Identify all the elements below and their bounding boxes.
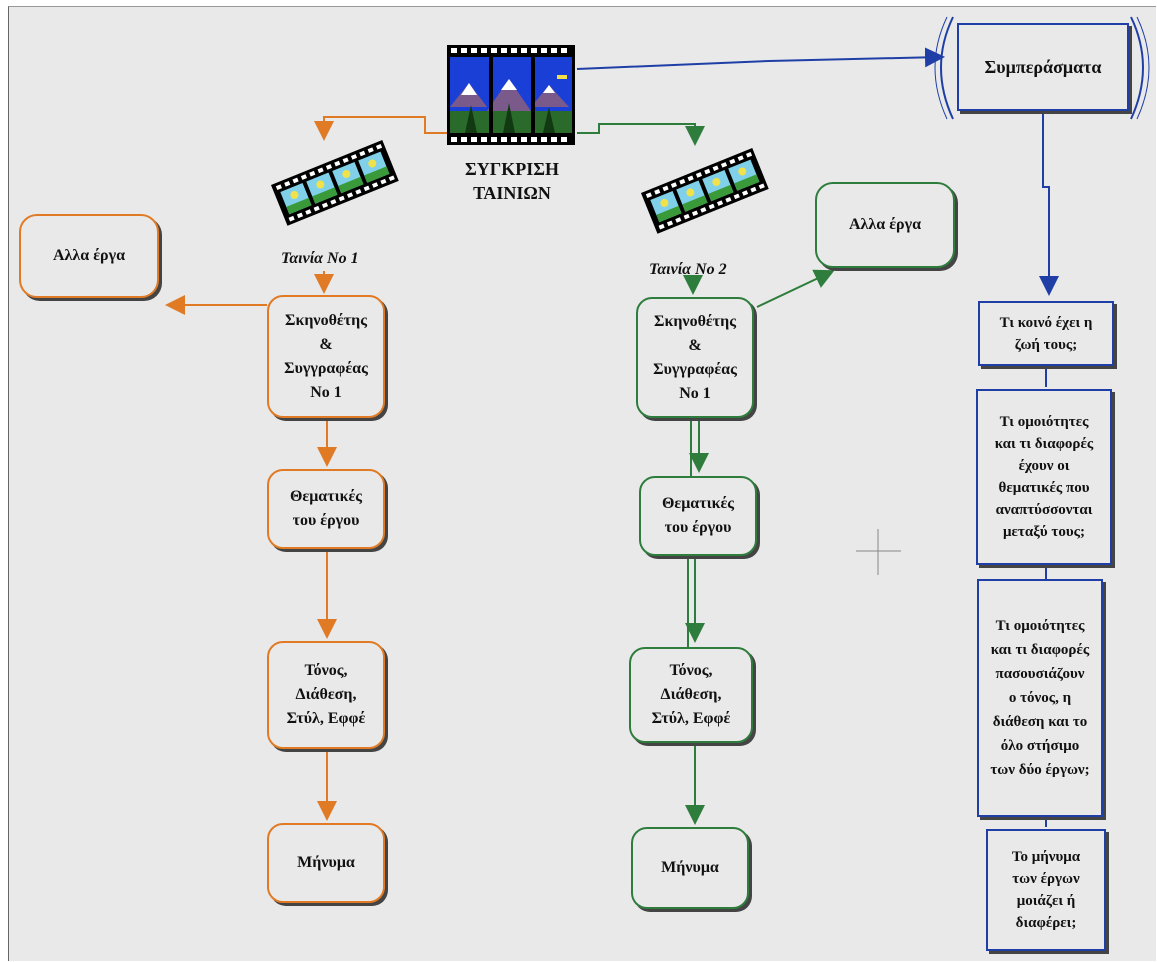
movie2-message-node[interactable]: Μήνυμα: [631, 827, 749, 909]
question-2-line-2: και τι διαφορές: [994, 436, 1094, 452]
movie2-tone-node[interactable]: Τόνος, Διάθεση, Στύλ, Εφφέ: [629, 647, 753, 743]
conclusion-question-3[interactable]: Τι ομοιότητες και τι διαφορές πασουσιάζο…: [977, 579, 1103, 817]
connector-director2-to-other: [756, 269, 835, 308]
film-strip-mountains-icon: [447, 45, 575, 145]
movie1-message-node[interactable]: Μήνυμα: [267, 823, 385, 903]
question-4-line-4: διαφέρει;: [1015, 915, 1077, 931]
question-4-line-2: των έργων: [1012, 871, 1080, 887]
title-line-2: ΤΑΙΝΙΩΝ: [473, 183, 551, 203]
movie2-director-line-3: Συγγραφέας: [653, 360, 737, 378]
movie1-director-line-4: Νο 1: [310, 383, 342, 401]
diagram-canvas: ΣΥΓΚΡΙΣΗ ΤΑΙΝΙΩΝ Ταινία Νο 1 Ταινία Νο 2…: [8, 6, 1156, 961]
question-2-line-3: έχουν οι: [1018, 458, 1070, 474]
movie1-themes-line-1: Θεματικές: [289, 488, 363, 505]
movie2-other-works-label: Αλλα έργα: [848, 216, 921, 233]
movie2-director-line-4: Νο 1: [679, 384, 711, 402]
title-line-1: ΣΥΓΚΡΙΣΗ: [465, 159, 559, 179]
movie2-tone-line-3: Στύλ, Εφφέ: [651, 710, 731, 727]
movie2-message-label: Μήνυμα: [661, 859, 719, 876]
movie2-other-works-node[interactable]: Αλλα έργα: [815, 182, 955, 268]
question-3-line-1: Τι ομοιότητες: [995, 618, 1085, 634]
conclusions-right-paren: [1130, 16, 1144, 120]
crosshair-cursor: [856, 529, 901, 575]
connector-title-to-conclusions: [576, 47, 945, 70]
movie1-caption: Ταινία Νο 1: [281, 250, 359, 267]
movie1-tone-line-1: Τόνος,: [304, 662, 348, 679]
question-1-line-1: Τι κοινό έχει η: [999, 314, 1093, 331]
question-1-line-2: ζωή τους;: [1014, 336, 1078, 353]
movie2-themes-line-1: Θεματικές: [661, 495, 735, 512]
movie2-themes-node[interactable]: Θεματικές του έργου: [639, 476, 757, 556]
movie1-themes-line-2: του έργου: [292, 512, 360, 529]
question-3-line-5: διάθεση και το: [992, 714, 1088, 730]
movie1-tone-node[interactable]: Τόνος, Διάθεση, Στύλ, Εφφέ: [267, 641, 385, 749]
conclusions-title: Συμπεράσματα: [984, 57, 1102, 77]
movie2-tone-line-2: Διάθεση,: [660, 686, 722, 703]
movie1-other-works-label: Αλλα έργα: [52, 247, 125, 264]
conclusions-left-paren: [940, 16, 954, 120]
movie2-director-line-2: &: [688, 336, 702, 354]
question-3-line-7: των δύο έργων;: [990, 762, 1090, 778]
movie1-other-works-node[interactable]: Αλλα έργα: [19, 214, 159, 298]
movie1-themes-node[interactable]: Θεματικές του έργου: [267, 469, 385, 549]
movie1-tone-line-2: Διάθεση,: [295, 686, 357, 703]
question-3-line-3: πασουσιάζουν: [995, 666, 1085, 682]
question-4-line-3: μοιάζει ή: [1016, 893, 1076, 909]
movie2-themes-line-2: του έργου: [664, 519, 732, 536]
question-3-line-2: και τι διαφορές: [990, 642, 1090, 658]
question-3-line-4: ο τόνος, η: [1008, 690, 1072, 706]
movie2-director-node[interactable]: Σκηνοθέτης & Συγγραφέας Νο 1: [636, 297, 754, 418]
movie1-tone-line-3: Στύλ, Εφφέ: [286, 710, 366, 727]
question-3-line-6: όλο στήσιμο: [1000, 738, 1080, 754]
question-2-line-1: Τι ομοιότητες: [999, 414, 1089, 430]
movie1-director-line-1: Σκηνοθέτης: [285, 311, 367, 329]
question-2-line-5: αναπτύσσονται: [995, 502, 1093, 518]
movie1-film-reel-icon: [271, 140, 399, 226]
movie1-director-line-2: &: [319, 335, 333, 353]
connector-title-to-movie2: [577, 123, 705, 146]
conclusion-question-4[interactable]: Το μήνυμα των έργων μοιάζει ή διαφέρει;: [986, 829, 1106, 951]
question-2-line-4: θεματικές που: [998, 480, 1090, 496]
movie1-director-line-3: Συγγραφέας: [284, 359, 368, 377]
movie2-film-reel-icon: [641, 148, 769, 234]
question-4-line-1: Το μήνυμα: [1011, 849, 1081, 865]
connector-conclusions-to-q1: [1039, 113, 1059, 296]
conclusion-question-2[interactable]: Τι ομοιότητες και τι διαφορές έχουν οι θ…: [976, 389, 1112, 565]
question-2-line-6: μεταξύ τους;: [1003, 524, 1085, 540]
movie2-caption: Ταινία Νο 2: [649, 261, 727, 278]
diagram-title: ΣΥΓΚΡΙΣΗ ΤΑΙΝΙΩΝ: [445, 157, 579, 205]
connector-title-to-movie1: [314, 116, 447, 141]
conclusions-node[interactable]: Συμπεράσματα: [957, 23, 1129, 111]
movie2-tone-line-1: Τόνος,: [669, 662, 713, 679]
movie2-director-line-1: Σκηνοθέτης: [654, 312, 736, 330]
diagram-connectors: [165, 16, 1150, 827]
movie1-message-label: Μήνυμα: [297, 854, 355, 871]
movie1-director-node[interactable]: Σκηνοθέτης & Συγγραφέας Νο 1: [267, 295, 385, 418]
conclusion-question-1[interactable]: Τι κοινό έχει η ζωή τους;: [978, 301, 1114, 366]
